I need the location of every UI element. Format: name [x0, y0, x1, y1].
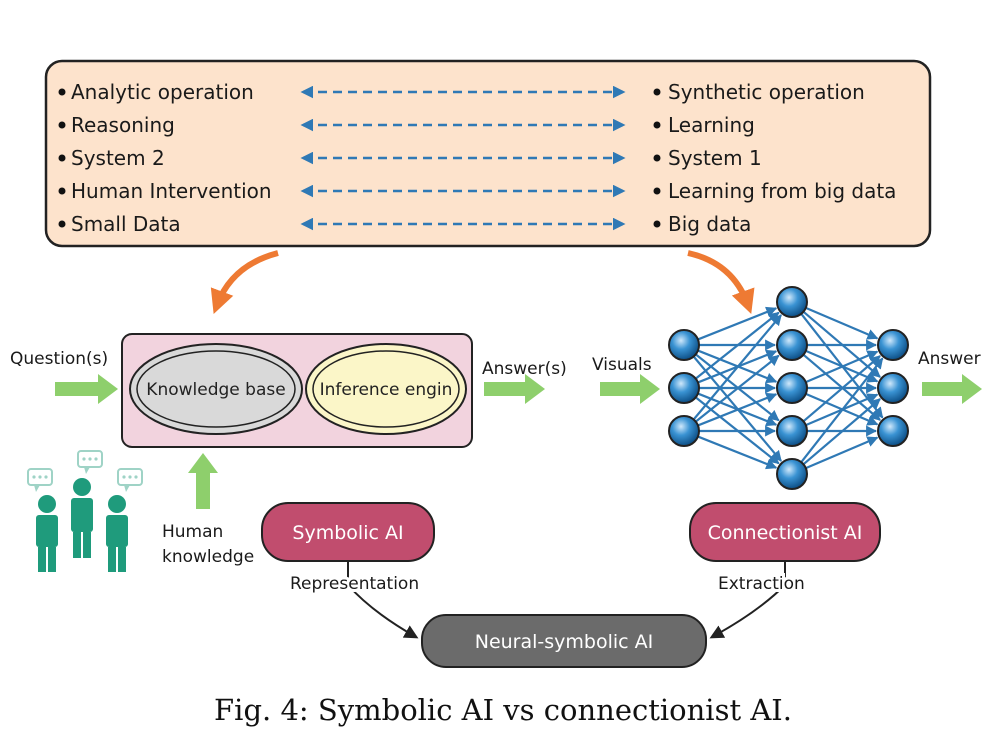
network-connection	[695, 354, 780, 423]
left-item-text: Human Intervention	[71, 179, 272, 203]
representation-label: Representation	[290, 574, 419, 594]
extraction-label: Extraction	[718, 574, 805, 594]
network-node	[776, 458, 808, 490]
answer-label: Answer	[918, 349, 981, 369]
network-node	[776, 372, 808, 404]
left-item-text: System 2	[71, 146, 165, 170]
green-arrow-answers	[484, 374, 545, 404]
person-icon	[71, 478, 93, 558]
answers-label: Answer(s)	[482, 359, 567, 379]
visuals-label: Visuals	[592, 355, 652, 375]
network-node	[776, 286, 808, 318]
right-item-text: System 1	[668, 146, 762, 170]
neural-network-nodes	[668, 286, 909, 490]
bullet-icon	[653, 220, 661, 228]
network-node	[776, 329, 808, 361]
network-connection	[800, 357, 884, 463]
comparison-right-item: Big data	[653, 212, 751, 236]
network-connection	[802, 355, 881, 423]
network-connection	[695, 311, 780, 380]
bullet-icon	[58, 121, 66, 129]
comparison-left-item: Human Intervention	[58, 179, 272, 203]
comparison-left-item: Analytic operation	[58, 80, 254, 104]
network-node	[877, 415, 909, 447]
bullet-icon	[653, 187, 661, 195]
connectionist-ai-pill: Connectionist AI	[689, 502, 881, 562]
comparison-left-item: Small Data	[58, 212, 181, 236]
inference-engine-label: Inference engin	[320, 380, 453, 400]
network-node	[668, 372, 700, 404]
left-item-text: Analytic operation	[71, 80, 254, 104]
bullet-icon	[653, 88, 661, 96]
network-node	[776, 415, 808, 447]
network-connection	[692, 314, 782, 421]
network-node	[668, 415, 700, 447]
people-group-icon	[27, 450, 143, 572]
left-item-text: Small Data	[71, 212, 181, 236]
comparison-left-list: Analytic operation Reasoning System 2 Hu…	[58, 80, 272, 236]
comparison-arrows	[300, 85, 626, 231]
network-connection	[805, 306, 879, 340]
right-item-text: Synthetic operation	[668, 80, 865, 104]
green-arrow-human-knowledge	[188, 453, 218, 509]
knowledge-base-node: Knowledge base	[129, 343, 303, 435]
green-arrow-question	[55, 374, 118, 404]
network-node	[877, 372, 909, 404]
extraction-arrow	[709, 561, 786, 639]
speech-bubble-icon	[27, 468, 53, 492]
symbolic-ai-pill: Symbolic AI	[261, 502, 435, 562]
right-item-text: Learning	[668, 113, 755, 137]
comparison-left-item: Reasoning	[58, 113, 175, 137]
network-node	[668, 329, 700, 361]
inference-engine-node: Inference engin	[305, 343, 467, 435]
person-icon	[36, 495, 58, 572]
knowledge-base-label: Knowledge base	[146, 380, 285, 400]
human-knowledge-label-line2: knowledge	[162, 547, 254, 567]
question-label: Question(s)	[10, 349, 108, 369]
symbolic-ai-label: Symbolic AI	[292, 522, 403, 544]
comparison-right-item: Synthetic operation	[653, 80, 865, 104]
network-connection	[697, 392, 778, 427]
figure-caption: Fig. 4: Symbolic AI vs connectionist AI.	[214, 693, 792, 727]
network-node	[877, 329, 909, 361]
network-connection	[802, 398, 881, 466]
left-item-text: Reasoning	[71, 113, 175, 137]
network-connection	[697, 306, 778, 341]
speech-bubble-icon	[77, 450, 103, 474]
bullet-icon	[653, 154, 661, 162]
comparison-right-item: Learning from big data	[653, 179, 896, 203]
bullet-icon	[58, 154, 66, 162]
comparison-left-item: System 2	[58, 146, 165, 170]
right-item-text: Learning from big data	[668, 179, 896, 203]
bullet-icon	[58, 88, 66, 96]
connectionist-ai-label: Connectionist AI	[708, 522, 863, 544]
neural-symbolic-ai-label: Neural-symbolic AI	[475, 631, 654, 653]
orange-curved-arrow-right	[687, 250, 755, 315]
human-knowledge-label-line1: Human	[162, 522, 223, 542]
person-icon	[106, 495, 128, 572]
right-item-text: Big data	[668, 212, 751, 236]
neural-symbolic-ai-pill: Neural-symbolic AI	[421, 614, 707, 668]
neural-network-edges	[692, 306, 884, 470]
comparison-right-item: Learning	[653, 113, 755, 137]
bullet-icon	[58, 220, 66, 228]
speech-bubble-icon	[117, 468, 143, 492]
orange-curved-arrow-left	[210, 250, 279, 314]
comparison-right-item: System 1	[653, 146, 762, 170]
network-connection	[805, 436, 879, 470]
green-arrow-answer	[922, 374, 982, 404]
network-connection	[805, 350, 879, 384]
green-arrow-visuals	[600, 374, 660, 404]
bullet-icon	[58, 187, 66, 195]
comparison-right-list: Synthetic operation Learning System 1 Le…	[653, 80, 896, 236]
bullet-icon	[653, 121, 661, 129]
network-connection	[697, 435, 778, 470]
representation-arrow	[347, 561, 419, 639]
